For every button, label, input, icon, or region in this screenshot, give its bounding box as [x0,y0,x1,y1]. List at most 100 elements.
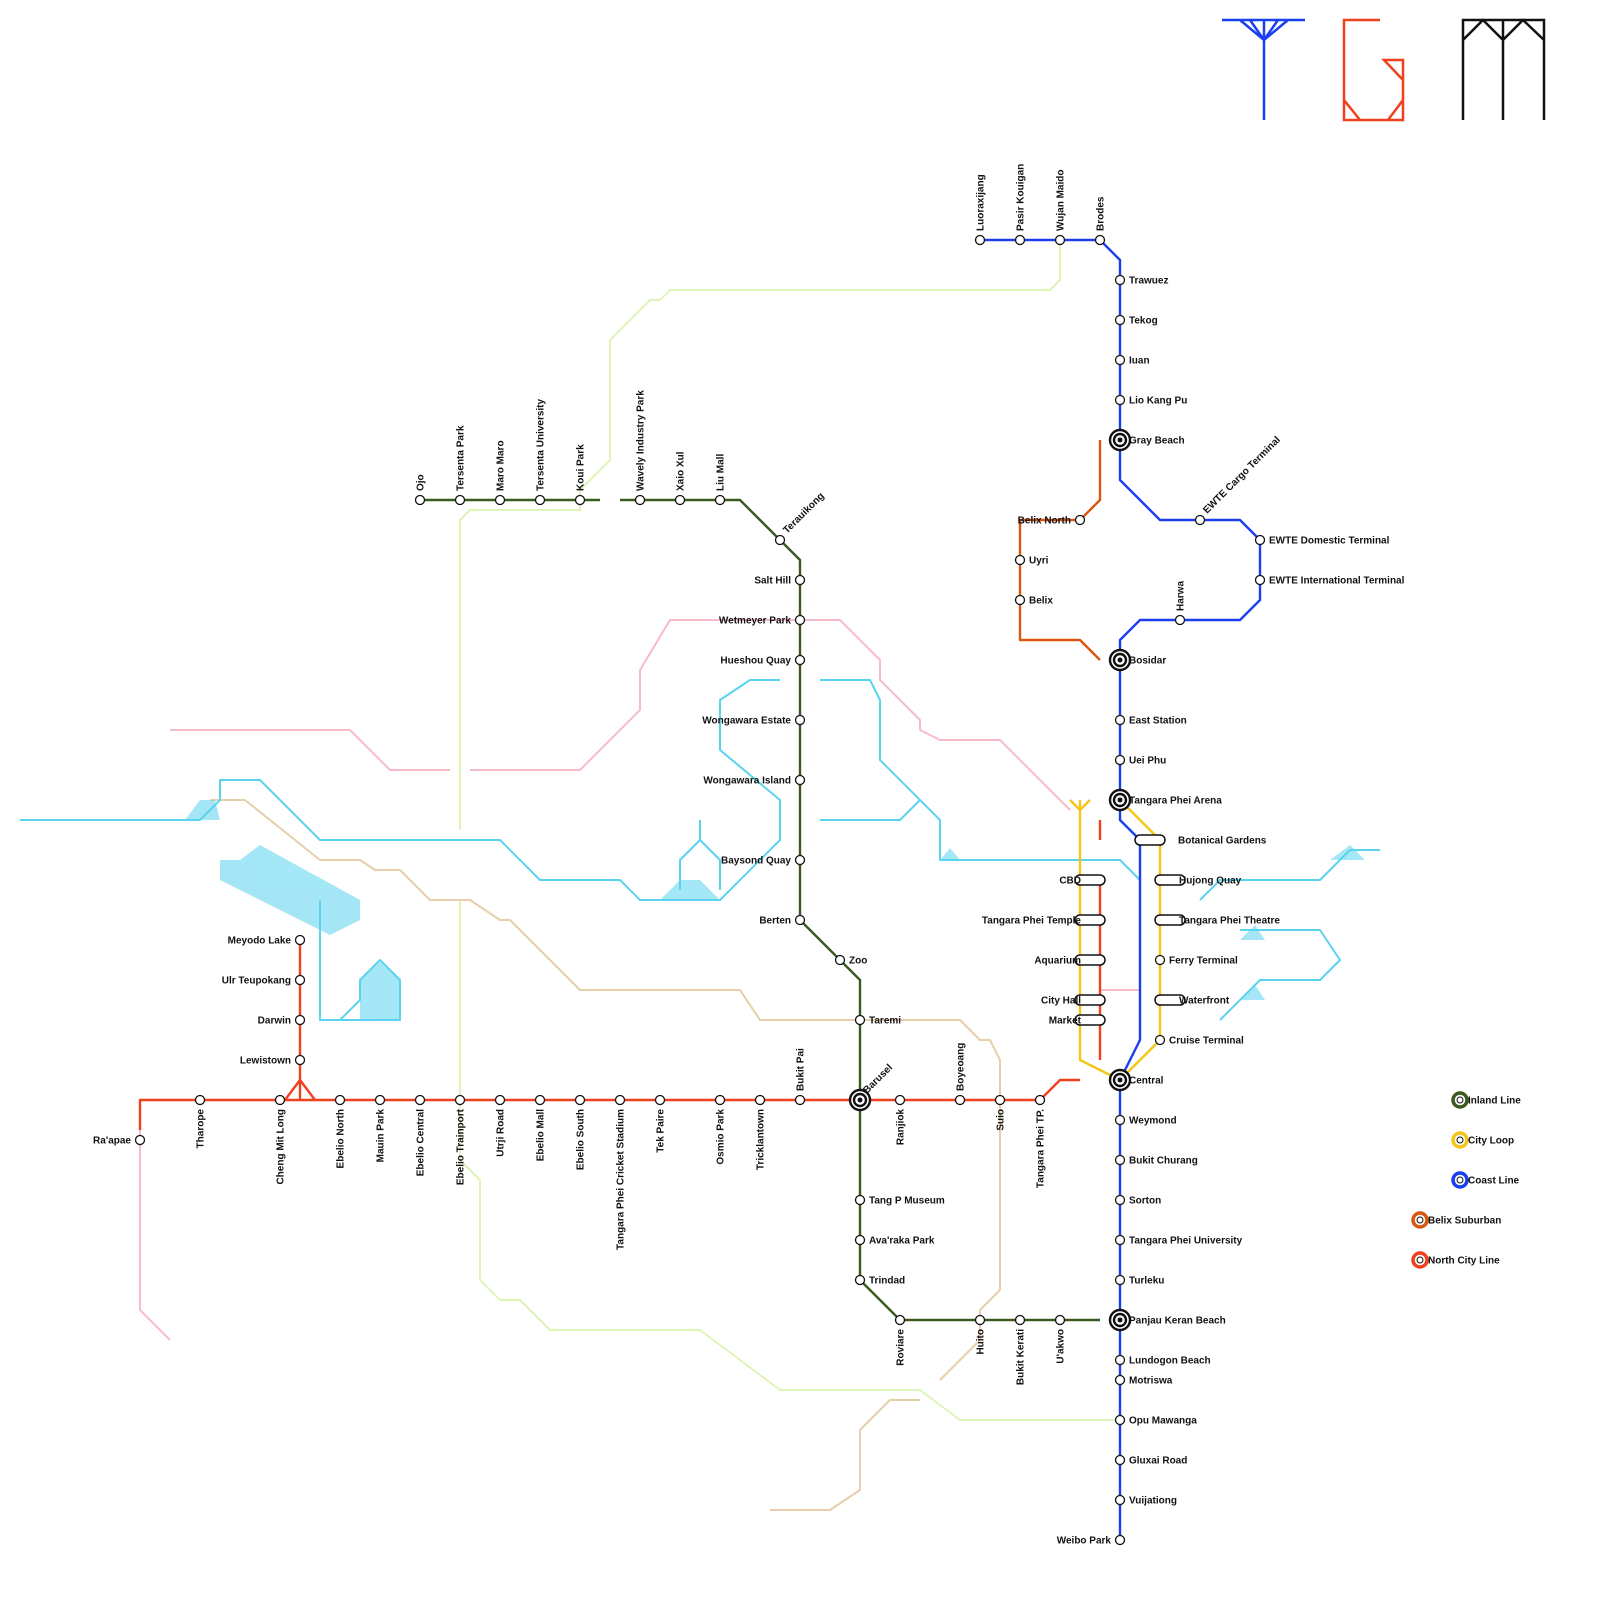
station-aquarium[interactable]: Aquarium [1034,955,1105,967]
station-maro-maro[interactable]: Maro Maro [496,440,507,504]
station-wujan-maido[interactable]: Wujan Maido [1056,170,1067,245]
station-ebelio-north[interactable]: Ebelio North [336,1096,347,1169]
station-central[interactable]: Central [1110,1070,1164,1090]
station-terauikong[interactable]: Terauikong [776,491,827,545]
station-bukit-churang[interactable]: Bukit Churang [1116,1156,1198,1167]
station-lundogon-beach[interactable]: Lundogon Beach [1116,1356,1211,1367]
station-xaio-xul[interactable]: Xaio Xul [676,451,687,504]
station-u-akwo[interactable]: U'akwo [1056,1316,1067,1364]
station-tersenta-university[interactable]: Tersenta University [536,398,547,504]
station-tang-p-museum[interactable]: Tang P Museum [856,1196,945,1207]
station-pasir-kouigan[interactable]: Pasir Kouigan [1016,164,1027,245]
station-city-hall[interactable]: City Hall [1041,995,1105,1007]
station-ava-raka-park[interactable]: Ava'raka Park [856,1236,935,1247]
station-marker [1156,956,1165,965]
station-tharope[interactable]: Tharope [196,1096,207,1149]
station-trindad[interactable]: Trindad [856,1276,906,1287]
station-panjau-keran-beach[interactable]: Panjau Keran Beach [1110,1310,1226,1330]
station-iuan[interactable]: Iuan [1116,356,1150,367]
station-opu-mawanga[interactable]: Opu Mawanga [1116,1416,1198,1427]
station-weibo-park[interactable]: Weibo Park [1057,1536,1125,1547]
station-zoo[interactable]: Zoo [836,956,868,967]
station-label: Mauin Park [376,1109,387,1163]
station-ulr-teupokang[interactable]: Ulr Teupokang [222,976,305,987]
station-gluxai-road[interactable]: Gluxai Road [1116,1456,1188,1467]
station-weymond[interactable]: Weymond [1116,1116,1177,1127]
legend: Inland LineCity LoopCoast LineBelix Subu… [1413,1093,1521,1267]
station-tangara-phei-university[interactable]: Tangara Phei University [1116,1236,1243,1247]
station-tangara-phei-cricket-stadium[interactable]: Tangara Phei Cricket Stadium [616,1096,627,1250]
station-barusel[interactable]: Barusel [850,1062,895,1110]
station-meyodo-lake[interactable]: Meyodo Lake [228,936,305,947]
station-tangara-phei-theatre[interactable]: Tangara Phei Theatre [1155,915,1280,927]
station-tangara-phei-temple[interactable]: Tangara Phei Temple [982,915,1105,927]
station-taremi[interactable]: Taremi [856,1016,902,1027]
station-cruise-terminal[interactable]: Cruise Terminal [1156,1036,1245,1047]
station-hueshou-quay[interactable]: Hueshou Quay [720,656,804,667]
station-tekog[interactable]: Tekog [1116,316,1158,327]
station-ewte-international-terminal[interactable]: EWTE International Terminal [1256,576,1405,587]
station-motriswa[interactable]: Motriswa [1116,1376,1173,1387]
station-hujong-quay[interactable]: Hujong Quay [1155,875,1242,887]
station-koui-park[interactable]: Koui Park [576,444,587,505]
station-tangara-phei-arena[interactable]: Tangara Phei Arena [1110,790,1222,810]
station-cheng-mit-long[interactable]: Cheng Mit Long [276,1096,287,1185]
station-darwin[interactable]: Darwin [258,1016,305,1027]
station-market[interactable]: Market [1049,1015,1105,1027]
station-tersenta-park[interactable]: Tersenta Park [456,425,467,504]
station-baysond-quay[interactable]: Baysond Quay [721,856,805,867]
station-marker [196,1096,205,1105]
station-utrji-road[interactable]: Utrji Road [496,1096,507,1157]
station-salt-hill[interactable]: Salt Hill [754,576,804,587]
station-harwa[interactable]: Harwa [1176,581,1187,625]
station-east-station[interactable]: East Station [1116,716,1187,727]
station-belix[interactable]: Belix [1016,596,1054,607]
station-osmio-park[interactable]: Osmio Park [716,1096,727,1165]
station-wongawara-island[interactable]: Wongawara Island [703,776,804,787]
station-luoraxijang[interactable]: Luoraxijang [976,174,987,244]
station-ewte-domestic-terminal[interactable]: EWTE Domestic Terminal [1256,536,1390,547]
station-liu-mall[interactable]: Liu Mall [716,454,727,505]
station-label: Liu Mall [716,454,727,491]
station-label: Bukit Pai [796,1048,807,1091]
station-cbd[interactable]: CBD [1059,875,1105,887]
station-bukit-kerati[interactable]: Bukit Kerati [1016,1316,1027,1386]
station-ranjiok[interactable]: Ranjiok [896,1096,907,1146]
station-uei-phu[interactable]: Uei Phu [1116,756,1167,767]
station-trawuez[interactable]: Trawuez [1116,276,1169,287]
station-roviare[interactable]: Roviare [896,1316,907,1366]
station-ojo[interactable]: Ojo [416,474,427,504]
station-ebelio-central[interactable]: Ebelio Central [416,1096,427,1177]
station-huito[interactable]: Huito [976,1316,987,1355]
station-bukit-pai[interactable]: Bukit Pai [796,1048,807,1105]
station-wongawara-estate[interactable]: Wongawara Estate [702,716,804,727]
station-suio[interactable]: Suio [996,1096,1007,1131]
station-uyri[interactable]: Uyri [1016,556,1049,567]
station-label: City Hall [1041,996,1081,1007]
station-sorton[interactable]: Sorton [1116,1196,1162,1207]
station-ebelio-south[interactable]: Ebelio South [576,1096,587,1171]
station-turleku[interactable]: Turleku [1116,1276,1165,1287]
station-ra-apae[interactable]: Ra'apae [93,1136,144,1147]
station-label: Tek Paire [656,1109,667,1153]
station-ebelio-mall[interactable]: Ebelio Mall [536,1096,547,1162]
station-brodes[interactable]: Brodes [1096,196,1107,244]
station-wavely-industry-park[interactable]: Wavely Industry Park [636,390,647,505]
station-tangara-phei-tp[interactable]: Tangara Phei TP. [1036,1096,1047,1189]
station-tek-paire[interactable]: Tek Paire [656,1096,667,1153]
station-tricklantown[interactable]: Tricklantown [756,1096,767,1171]
station-lio-kang-pu[interactable]: Lio Kang Pu [1116,396,1188,407]
station-gray-beach[interactable]: Gray Beach [1110,430,1185,450]
station-ewte-cargo-terminal[interactable]: EWTE Cargo Terminal [1196,434,1284,524]
station-berten[interactable]: Berten [759,916,804,927]
station-ferry-terminal[interactable]: Ferry Terminal [1156,956,1238,967]
station-label: Weibo Park [1057,1536,1112,1547]
station-waterfront[interactable]: Waterfront [1155,995,1230,1007]
station-boyeoang[interactable]: Boyeoang [956,1043,967,1105]
station-marker [1116,1356,1125,1365]
station-bosidar[interactable]: Bosidar [1110,650,1166,670]
station-lewistown[interactable]: Lewistown [240,1056,305,1067]
station-mauin-park[interactable]: Mauin Park [376,1096,387,1163]
station-vuijationg[interactable]: Vuijationg [1116,1496,1177,1507]
station-botanical-gardens[interactable]: Botanical Gardens [1135,835,1267,847]
